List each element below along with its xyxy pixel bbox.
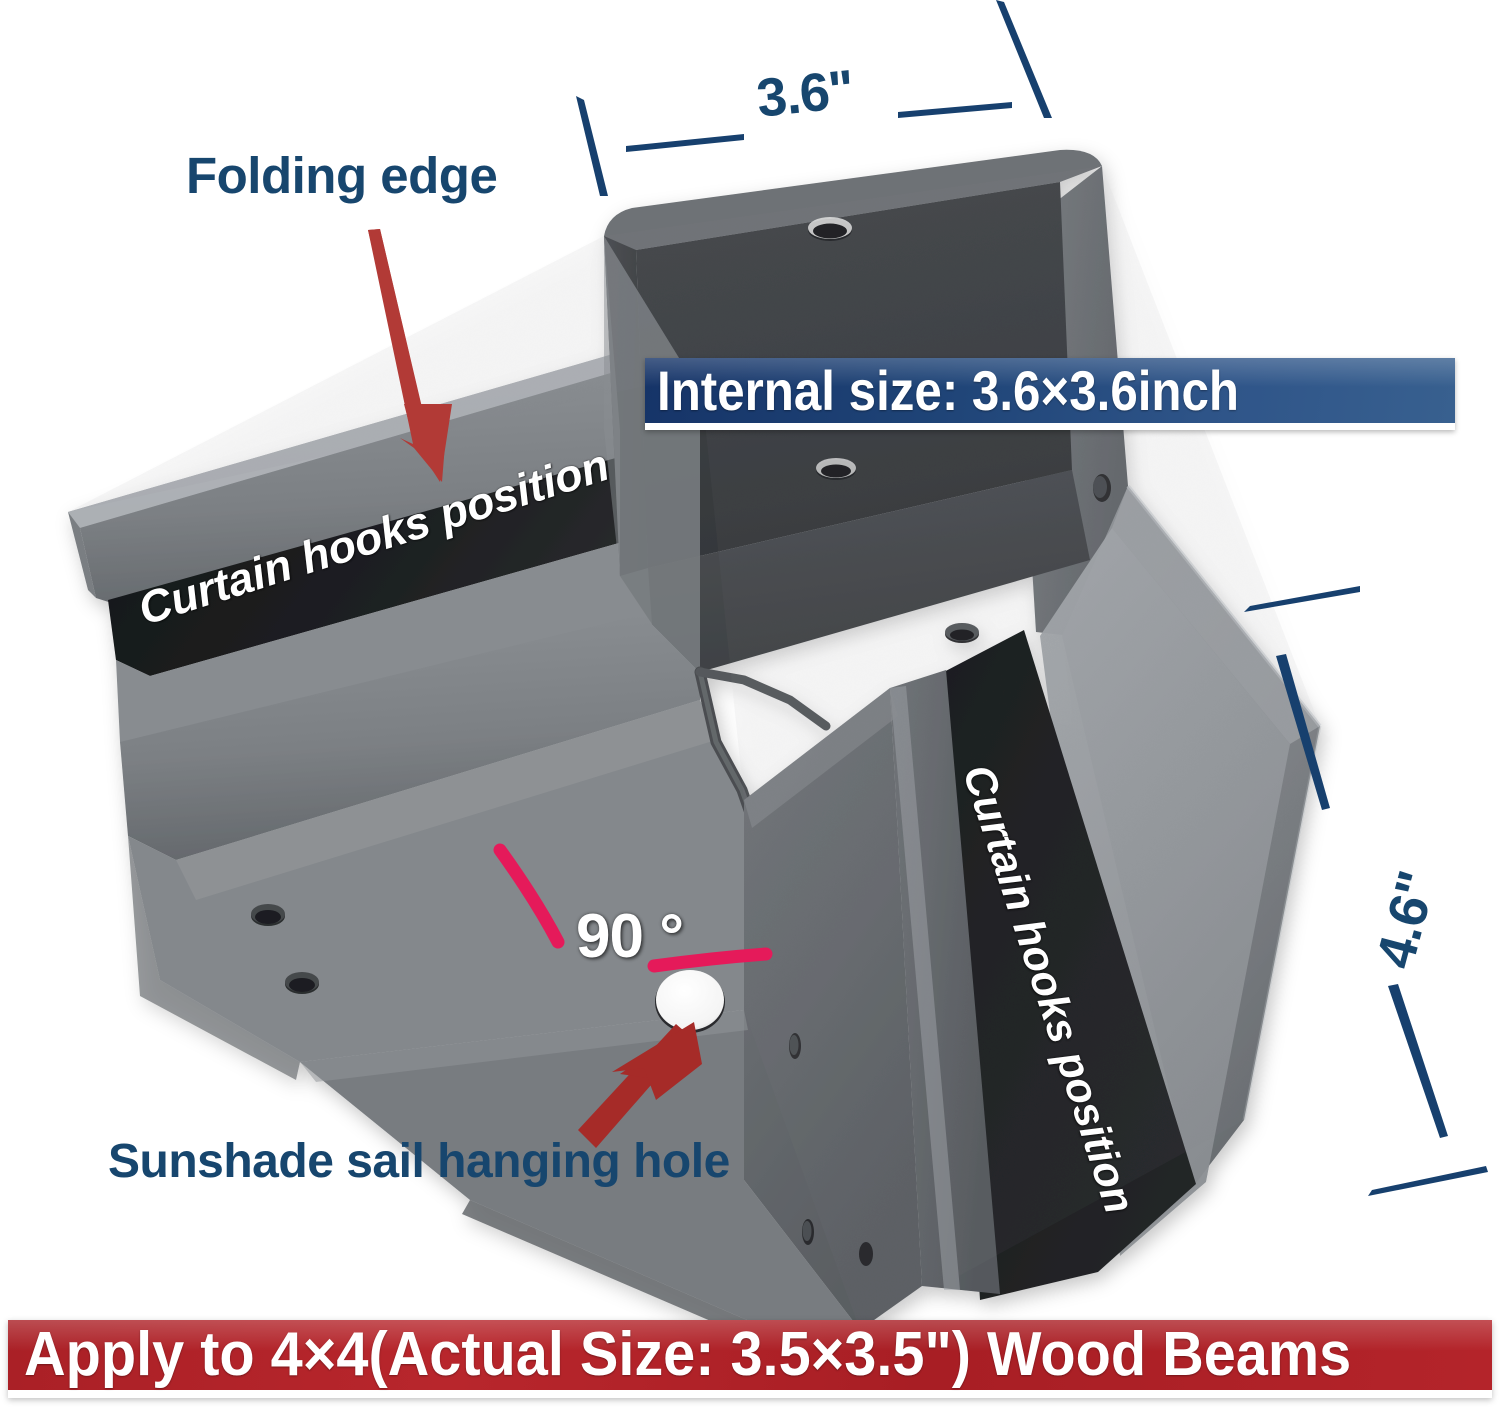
apply-to-banner-text: Apply to 4×4(Actual Size: 3.5×3.5") Wood… (24, 1320, 1352, 1389)
folding-edge-label: Folding edge (186, 147, 498, 204)
internal-size-banner-text: Internal size: 3.6×3.6inch (657, 358, 1240, 422)
internal-size-banner: Internal size: 3.6×3.6inch (645, 358, 1455, 430)
apply-to-banner: Apply to 4×4(Actual Size: 3.5×3.5") Wood… (8, 1320, 1492, 1398)
sunshade-hole-label: Sunshade sail hanging hole (108, 1135, 730, 1188)
dimension-label-top: 3.6" (753, 59, 857, 129)
angle-90-label: 90 ° (576, 902, 684, 971)
